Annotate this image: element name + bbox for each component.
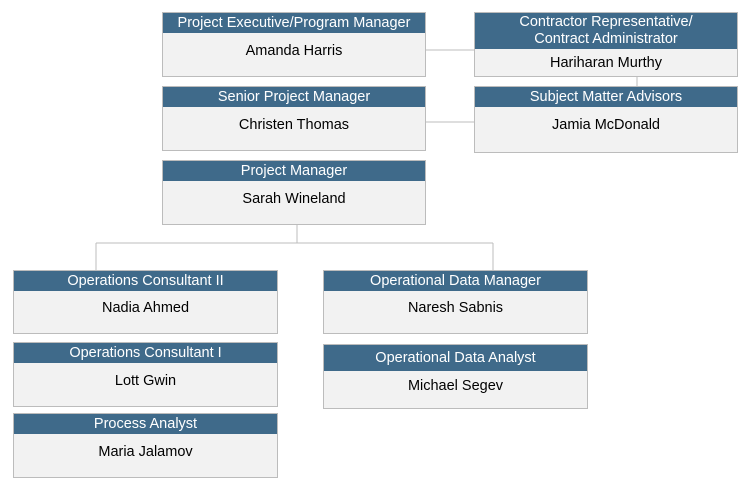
role-person-name: Sarah Wineland xyxy=(242,191,346,207)
role-box-senior-pm: Senior Project Manager Christen Thomas xyxy=(162,86,426,151)
role-box-ops-consultant-1: Operations Consultant I Lott Gwin xyxy=(13,342,278,407)
role-box-data-manager: Operational Data Manager Naresh Sabnis xyxy=(323,270,588,334)
role-person-name: Maria Jalamov xyxy=(98,444,193,460)
role-title: Operational Data Manager xyxy=(324,271,587,291)
role-person-name: Jamia McDonald xyxy=(552,117,660,133)
role-box-sme: Subject Matter Advisors Jamia McDonald xyxy=(474,86,738,153)
role-box-pm: Project Manager Sarah Wineland xyxy=(162,160,426,225)
role-title: Operational Data Analyst xyxy=(324,345,587,371)
role-box-contractor: Contractor Representative/ Contract Admi… xyxy=(474,12,738,77)
role-box-ops-consultant-2: Operations Consultant II Nadia Ahmed xyxy=(13,270,278,334)
role-box-data-analyst: Operational Data Analyst Michael Segev xyxy=(323,344,588,409)
role-title: Senior Project Manager xyxy=(163,87,425,107)
role-person-name: Lott Gwin xyxy=(114,373,177,389)
role-title: Process Analyst xyxy=(14,414,277,434)
role-title: Subject Matter Advisors xyxy=(475,87,737,107)
role-person-name: Nadia Ahmed xyxy=(101,300,190,316)
role-title: Project Executive/Program Manager xyxy=(163,13,425,33)
role-title: Project Manager xyxy=(163,161,425,181)
role-person-name: Amanda Harris xyxy=(245,43,343,59)
role-person-name: Christen Thomas xyxy=(238,117,350,133)
role-person-name: Hariharan Murthy xyxy=(549,55,662,71)
role-box-process-analyst: Process Analyst Maria Jalamov xyxy=(13,413,278,478)
role-title: Operations Consultant I xyxy=(14,343,277,363)
role-person-name: Michael Segev xyxy=(407,378,504,394)
role-title: Operations Consultant II xyxy=(14,271,277,291)
role-box-executive: Project Executive/Program Manager Amanda… xyxy=(162,12,426,77)
role-title: Contractor Representative/ Contract Admi… xyxy=(475,13,737,49)
role-person-name: Naresh Sabnis xyxy=(407,300,504,316)
